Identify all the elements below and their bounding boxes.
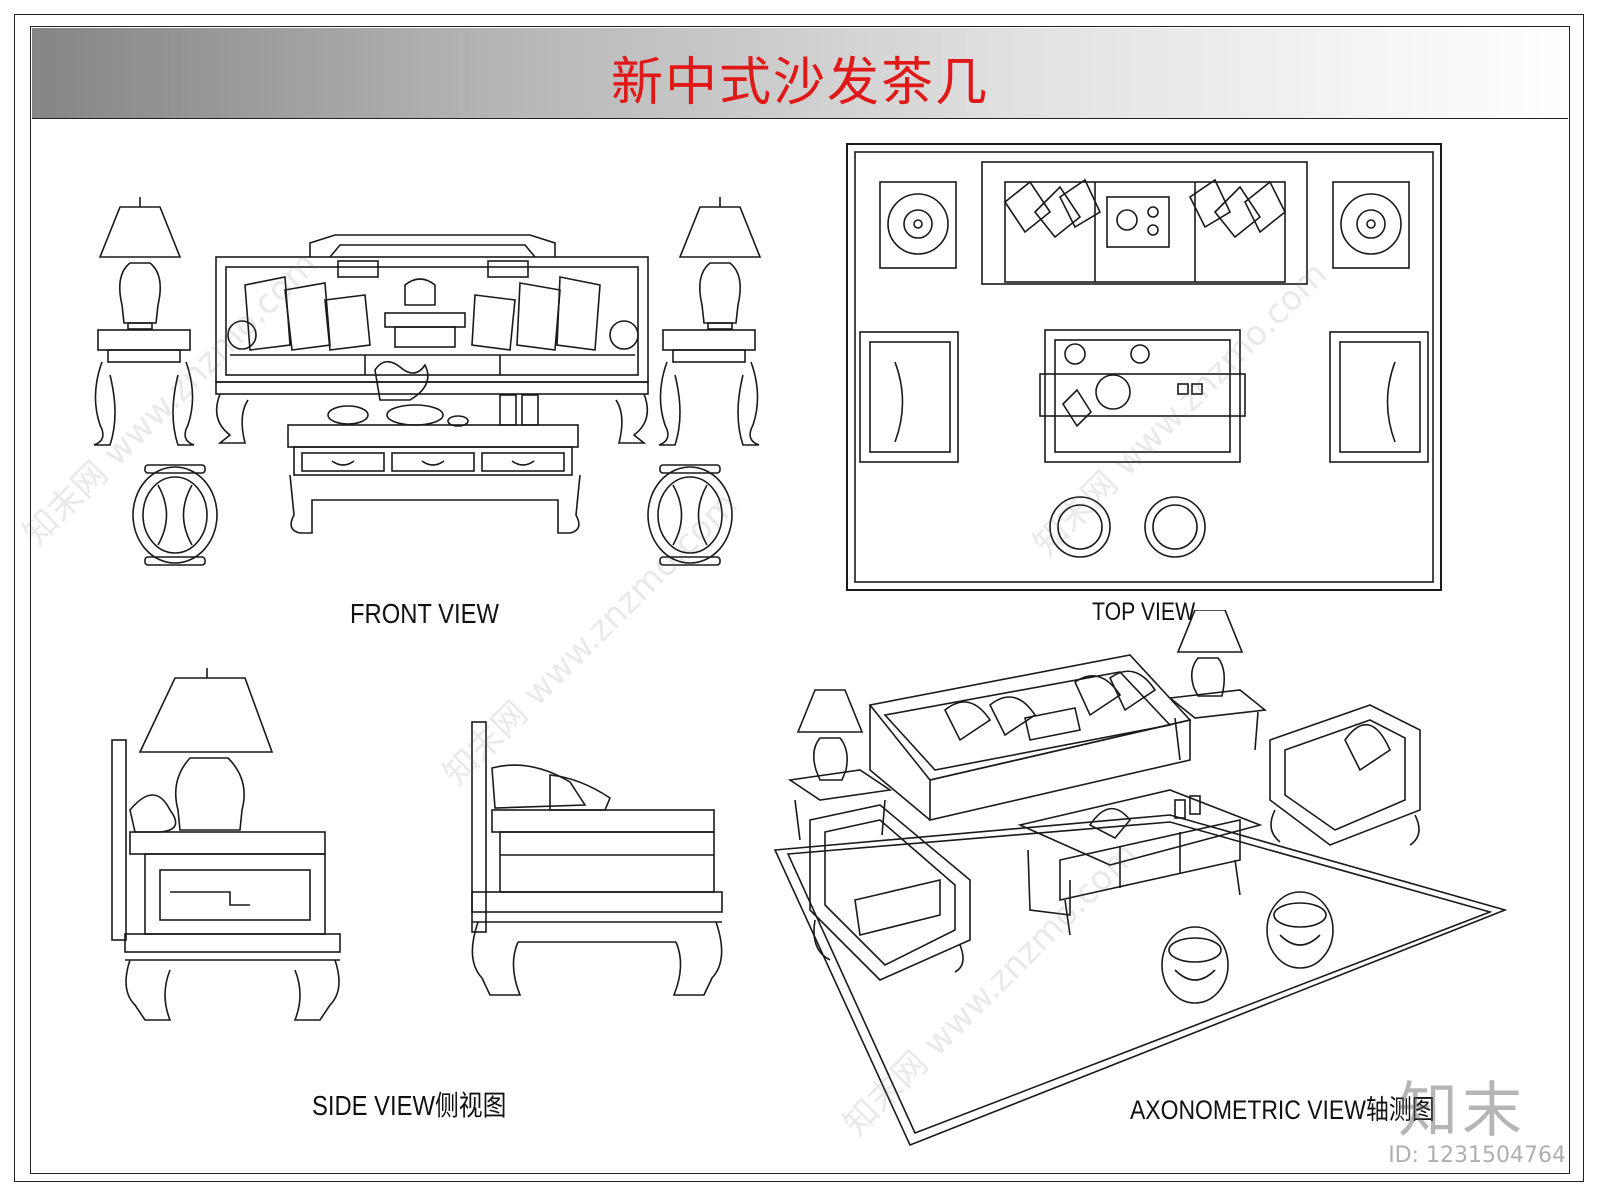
axo-right-lamp-table: [1167, 610, 1268, 761]
axo-right-armchair: [1269, 704, 1421, 846]
front-right-side-table: [658, 329, 760, 446]
front-drum-stools: [132, 464, 733, 566]
side-sofa: [471, 721, 723, 996]
top-view-drawing: [846, 143, 1442, 591]
axonometric-view-drawing: [773, 610, 1508, 1147]
title-bar: 新中式沙发茶几: [32, 28, 1568, 119]
top-drum-stools: [1049, 496, 1206, 558]
sheet-title: 新中式沙发茶几: [610, 53, 989, 113]
side-view-drawing: [111, 668, 723, 1021]
side-view-label: SIDE VIEW侧视图: [312, 1090, 507, 1121]
outer-frame: [14, 14, 1584, 1182]
top-armchairs: [859, 331, 1429, 463]
front-coffee-table: [287, 360, 581, 534]
top-view-label: TOP VIEW: [1092, 598, 1196, 626]
top-side-tables: [879, 181, 1410, 269]
top-sofa: [981, 161, 1308, 285]
front-sofa: [215, 234, 649, 444]
axo-drum-stools: [1161, 891, 1334, 1004]
axo-coffee-table: [1017, 789, 1263, 936]
front-right-lamp: [678, 197, 762, 330]
axo-left-armchair: [809, 804, 971, 981]
brand-watermark: 知末: [1398, 1076, 1526, 1146]
axo-rug: [773, 814, 1508, 1147]
side-armchair-with-lamp: [111, 668, 341, 1021]
axo-sofa: [868, 654, 1192, 822]
asset-id-label: ID: 1231504764: [1388, 1143, 1566, 1168]
front-left-lamp: [98, 197, 182, 330]
front-left-side-table: [93, 329, 195, 446]
axo-left-lamp-table: [787, 689, 893, 841]
front-view-label: FRONT VIEW: [350, 598, 499, 629]
top-coffee-table: [1039, 329, 1246, 463]
front-view-drawing: [93, 197, 762, 566]
axonometric-view-label: AXONOMETRIC VIEW轴测图: [1130, 1095, 1435, 1125]
inner-frame: [30, 26, 1570, 1174]
